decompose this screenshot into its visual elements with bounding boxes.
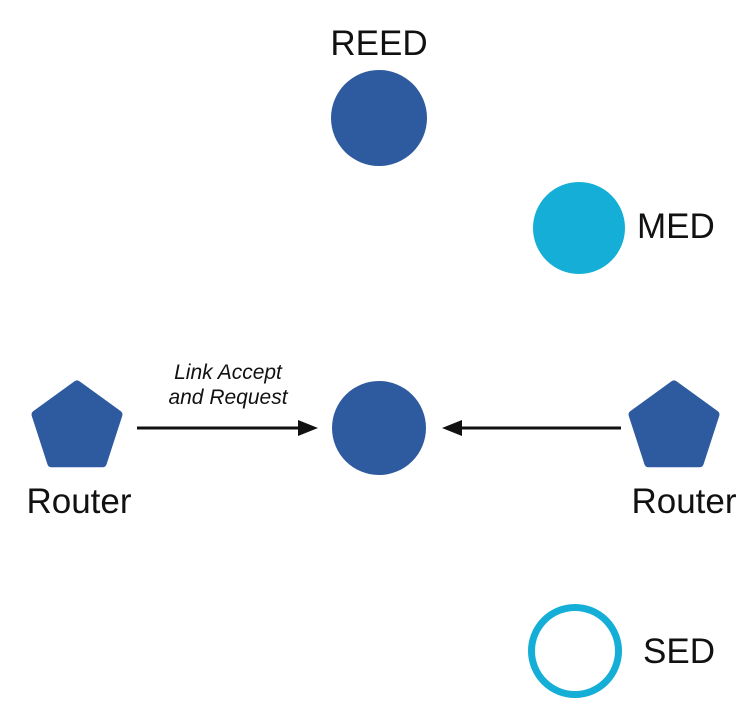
reed-label: REED <box>330 24 428 63</box>
router-right-label: Router <box>631 482 737 521</box>
right-arrow <box>442 420 621 436</box>
router-left-pentagon <box>31 380 123 468</box>
left-arrow-label: Link Accept and Request <box>168 360 287 410</box>
router-left-label: Router <box>26 482 132 521</box>
router-left-node <box>31 380 123 468</box>
left-arrow-label-line1: Link Accept <box>174 361 282 384</box>
left-arrow <box>137 420 318 436</box>
left-arrowhead-icon <box>298 420 318 436</box>
left-arrow-label-line2: and Request <box>168 386 288 409</box>
sed-node <box>528 604 622 698</box>
reed-node <box>331 70 427 166</box>
router-right-node <box>628 380 720 468</box>
right-arrowhead-icon <box>442 420 462 436</box>
router-right-pentagon <box>628 380 720 468</box>
med-node <box>533 182 625 274</box>
sed-label: SED <box>643 632 715 671</box>
med-label: MED <box>637 207 715 246</box>
joiner-node <box>332 381 426 475</box>
